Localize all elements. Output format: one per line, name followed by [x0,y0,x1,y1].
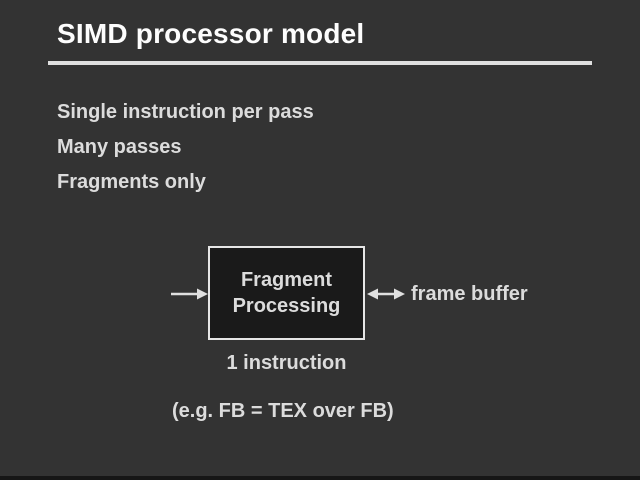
page-title: SIMD processor model [57,18,365,49]
bullet-item: Fragments only [57,171,206,193]
example-expression-label: (e.g. FB = TEX over FB) [172,400,394,422]
arrow-right-icon [170,286,208,302]
fragment-processing-box: Fragment Processing [208,246,365,340]
instruction-count-label: 1 instruction [226,352,347,374]
bullet-list: Single instruction per pass Many passes … [57,95,314,200]
fragment-processing-label-line1: Fragment [240,269,333,291]
bullet-item: Single instruction per pass [57,101,314,123]
title-underline [48,61,592,65]
letterbox-edge [0,476,640,480]
fragment-processing-label-line2: Processing [232,295,341,317]
bullet-item: Many passes [57,136,182,158]
arrow-left-right-icon [367,286,405,302]
frame-buffer-label: frame buffer [411,283,528,305]
